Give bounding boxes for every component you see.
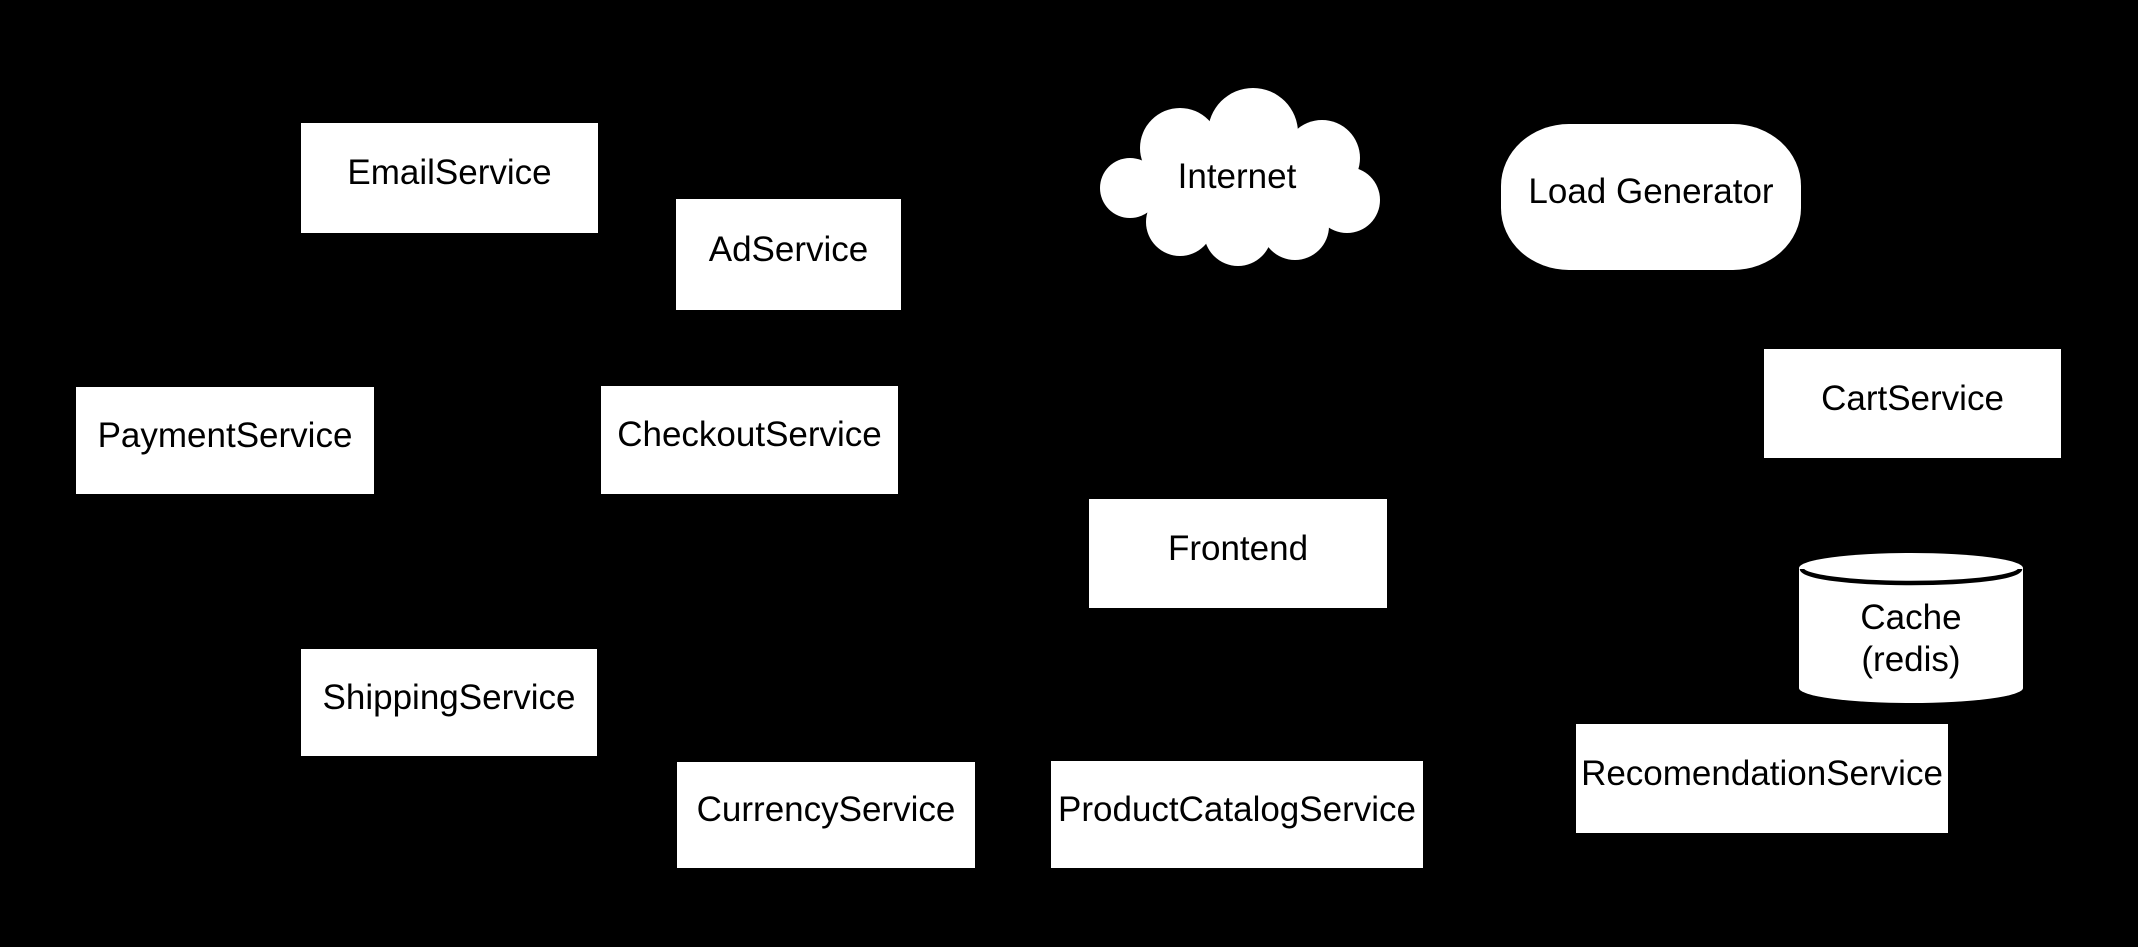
cloud-icon xyxy=(1100,88,1380,266)
cache-redis-label: Cache(redis) xyxy=(1860,597,1961,681)
currency-service-node: CurrencyService xyxy=(677,762,975,868)
internet-label: Internet xyxy=(1177,157,1297,196)
currency-service-label: CurrencyService xyxy=(696,790,956,829)
cart-service-label: CartService xyxy=(1821,378,2004,418)
cache-redis-label-line-1: Cache xyxy=(1860,598,1962,637)
ad-service-node: AdService xyxy=(676,199,901,310)
checkout-service-label: CheckoutService xyxy=(617,415,882,454)
checkout-service-node: CheckoutService xyxy=(601,386,898,494)
email-service-node: EmailService xyxy=(301,123,598,233)
payment-service-node: PaymentService xyxy=(76,387,374,494)
cache-redis-node: Cache(redis) xyxy=(1799,553,2023,703)
frontend-label: Frontend xyxy=(1167,528,1309,568)
frontend-node: Frontend xyxy=(1089,499,1387,608)
shipping-service-node: ShippingService xyxy=(301,649,597,756)
database-cylinder-icon xyxy=(1799,553,2023,703)
internet-node: Internet xyxy=(1090,88,1384,270)
payment-service-label: PaymentService xyxy=(97,415,353,455)
load-generator-label: Load Generator xyxy=(1528,172,1774,211)
cache-redis-label-line-2: (redis) xyxy=(1861,640,1961,679)
shipping-service-label: ShippingService xyxy=(322,677,576,717)
recomendation-service-node: RecomendationService xyxy=(1576,724,1948,833)
cart-service-node: CartService xyxy=(1764,349,2061,458)
product-catalog-service-node: ProductCatalogService xyxy=(1051,761,1423,868)
load-generator-node: Load Generator xyxy=(1501,124,1801,270)
email-service-label: EmailService xyxy=(347,153,552,192)
product-catalog-service-label: ProductCatalogService xyxy=(1058,789,1416,829)
recomendation-service-label: RecomendationService xyxy=(1581,753,1943,793)
ad-service-label: AdService xyxy=(708,229,869,269)
